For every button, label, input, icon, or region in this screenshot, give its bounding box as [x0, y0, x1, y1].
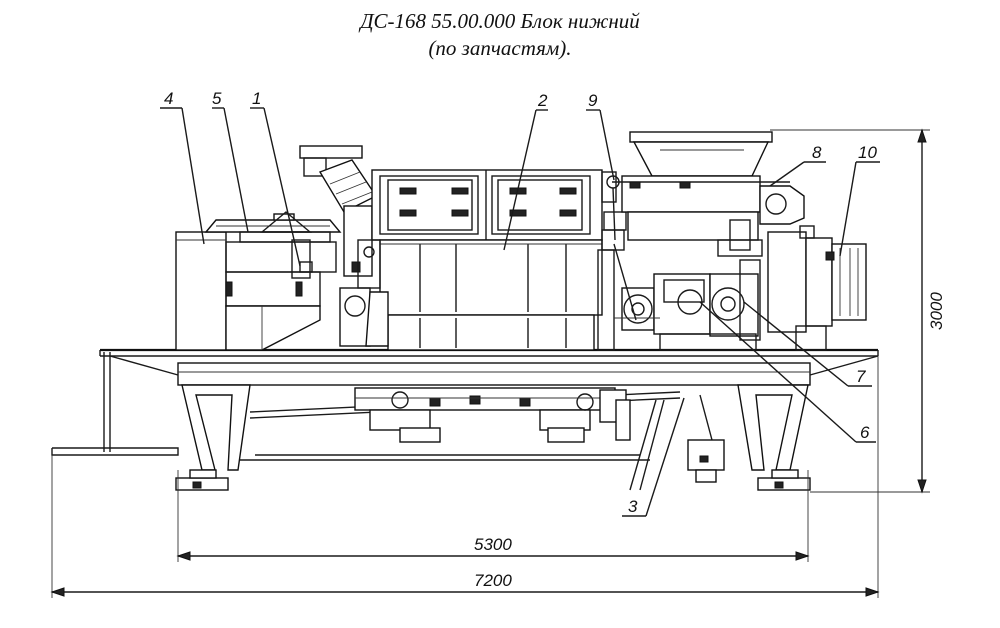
callout-labels: 4 5 1 2 9 8 10 7 6 3: [164, 89, 877, 516]
right-leg: [737, 384, 811, 491]
callout-7: 7: [856, 367, 866, 386]
callout-5: 5: [212, 89, 222, 108]
left-leg: [175, 384, 251, 491]
callout-1: 1: [252, 89, 261, 108]
callout-10: 10: [858, 143, 877, 162]
center-legs: [629, 394, 725, 491]
dimension-labels: 3000 5300 7200: [474, 292, 946, 590]
callout-9: 9: [588, 91, 598, 110]
component-2-main-housing: [357, 169, 625, 351]
right-hopper: [629, 131, 773, 177]
drawing-title: ДС-168 55.00.000 Блок нижний (по запчаст…: [0, 8, 1000, 62]
callout-4: 4: [164, 89, 173, 108]
dimension-overall-width: 7200: [474, 571, 512, 590]
component-drive-6-7: [614, 259, 761, 351]
component-1-unit: [260, 211, 313, 279]
dimension-inner-width: 5300: [474, 535, 512, 554]
title-line-1: ДС-168 55.00.000 Блок нижний: [360, 9, 640, 33]
dimension-lines: [50, 128, 930, 598]
component-8-housing: [612, 175, 805, 257]
callout-8: 8: [812, 143, 822, 162]
callout-6: 6: [860, 423, 870, 442]
component-4-tank: [175, 231, 337, 351]
callout-3: 3: [628, 497, 638, 516]
lower-mechanism: [354, 387, 631, 443]
dimension-height: 3000: [927, 292, 946, 330]
title-line-2: (по запчастям).: [428, 36, 572, 60]
callout-leaders: [160, 107, 880, 517]
component-10-motor: [767, 225, 867, 351]
callout-2: 2: [537, 91, 548, 110]
